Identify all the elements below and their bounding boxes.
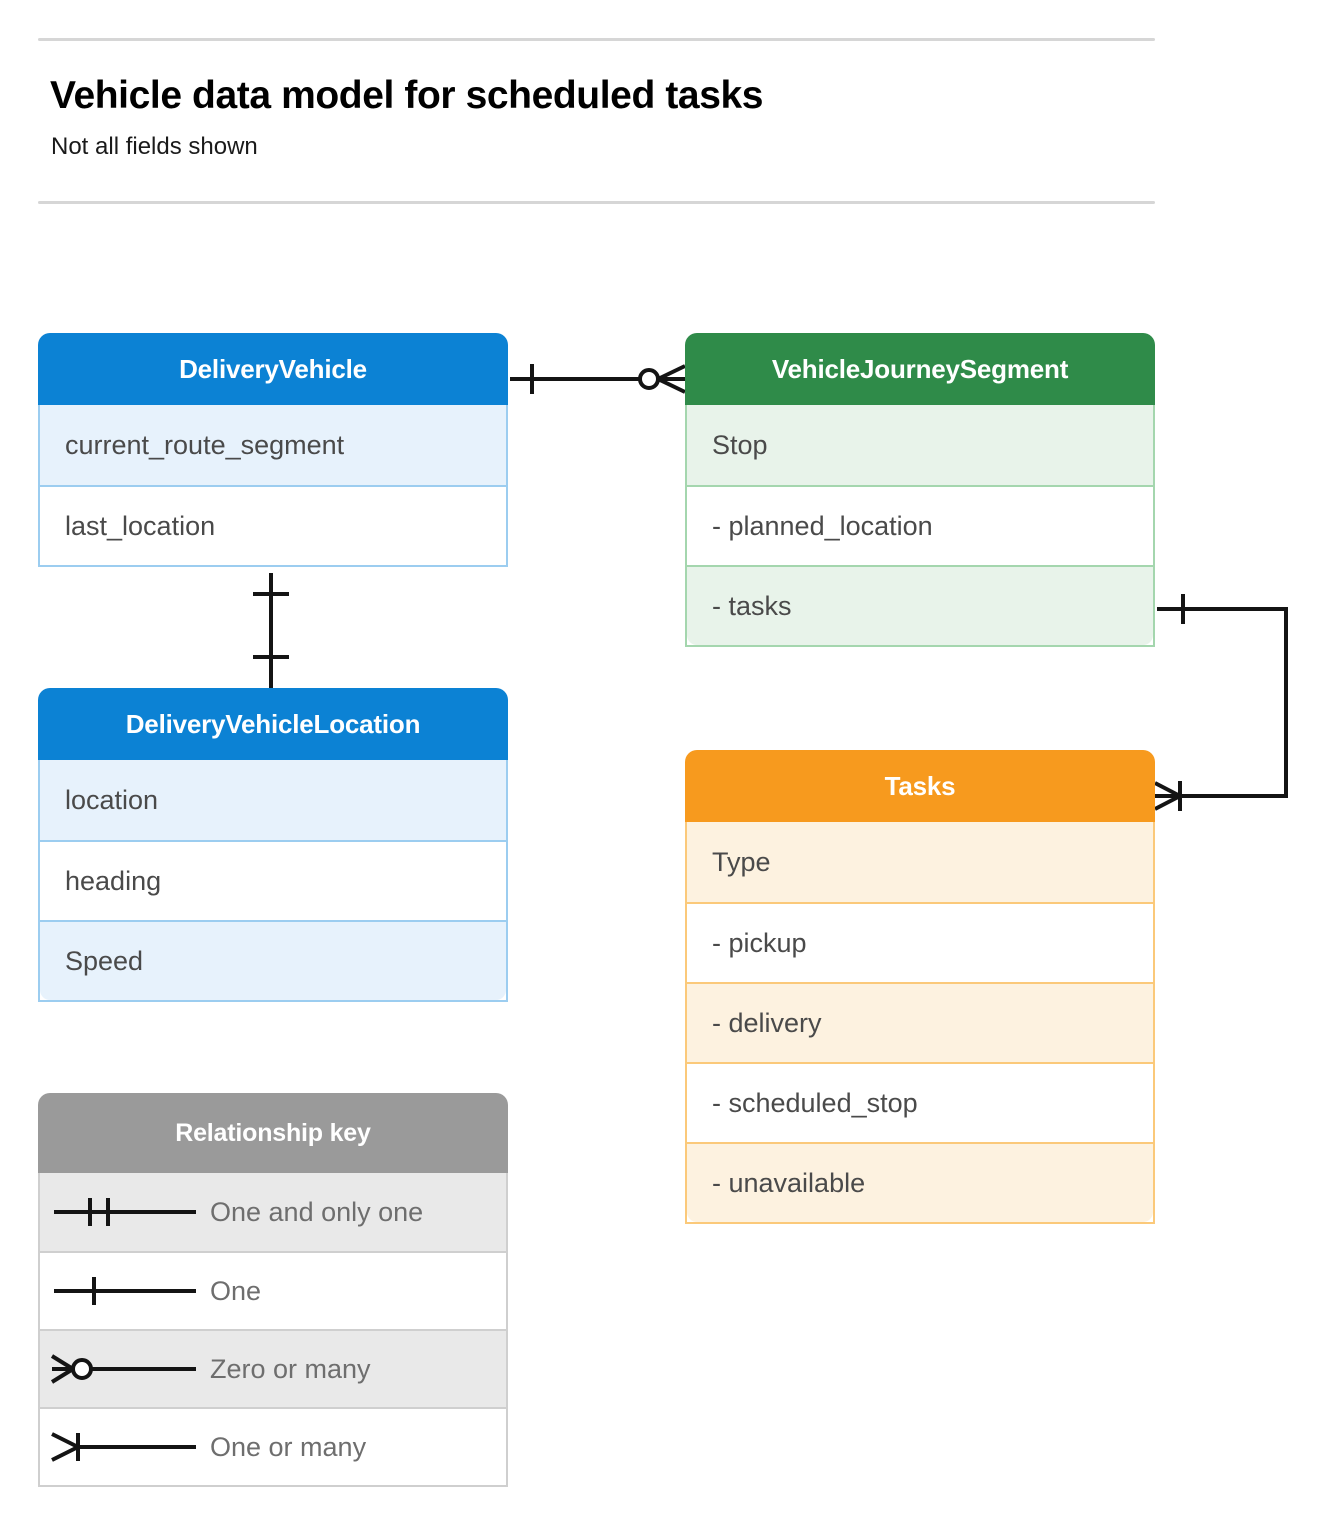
entity-tasks[interactable]: Tasks Type - pickup - delivery - schedul… (685, 750, 1155, 1224)
entity-delivery-vehicle-title: DeliveryVehicle (38, 333, 508, 405)
header-divider-bottom (38, 201, 1155, 204)
connector-journey-segment-tasks-to-tasks (1154, 594, 1288, 811)
one-or-many-icon (40, 1427, 210, 1467)
field-row: current_route_segment (40, 405, 506, 485)
field-row: - delivery (687, 982, 1153, 1062)
entity-delivery-vehicle-location[interactable]: DeliveryVehicleLocation location heading… (38, 688, 508, 1002)
header-divider-top (38, 38, 1155, 41)
field-row: Type (687, 822, 1153, 902)
page-title: Vehicle data model for scheduled tasks (50, 74, 764, 117)
connector-vehicle-to-journey-segment (510, 364, 686, 394)
one-and-only-one-icon (40, 1192, 210, 1232)
field-row: Stop (687, 405, 1153, 485)
entity-vehicle-journey-segment-title: VehicleJourneySegment (685, 333, 1155, 405)
connector-vehicle-to-vehicle-location (253, 573, 289, 688)
legend-item: One (40, 1251, 506, 1329)
legend-item-label: Zero or many (210, 1353, 371, 1384)
entity-tasks-fields: Type - pickup - delivery - scheduled_sto… (685, 822, 1155, 1224)
field-row: location (40, 760, 506, 840)
legend-item: Zero or many (40, 1329, 506, 1407)
field-row: heading (40, 840, 506, 920)
entity-delivery-vehicle-location-title: DeliveryVehicleLocation (38, 688, 508, 760)
field-row: Speed (40, 920, 506, 1000)
entity-tasks-title: Tasks (685, 750, 1155, 822)
legend-item: One or many (40, 1407, 506, 1485)
legend-item-label: One (210, 1275, 262, 1306)
entity-delivery-vehicle-location-fields: location heading Speed (38, 760, 508, 1002)
entity-vehicle-journey-segment-fields: Stop - planned_location - tasks (685, 405, 1155, 647)
one-icon (40, 1271, 210, 1311)
legend-item-label: One and only one (210, 1196, 424, 1227)
field-row: - planned_location (687, 485, 1153, 565)
field-row: - unavailable (687, 1142, 1153, 1222)
field-row: - tasks (687, 565, 1153, 645)
page-subtitle: Not all fields shown (51, 133, 258, 160)
field-row: - pickup (687, 902, 1153, 982)
relationship-key-legend: Relationship key One and only one (38, 1093, 508, 1487)
field-row: - scheduled_stop (687, 1062, 1153, 1142)
legend-item: One and only one (40, 1173, 506, 1251)
relationship-key-items: One and only one One (38, 1173, 508, 1487)
zero-or-many-icon (40, 1349, 210, 1389)
entity-vehicle-journey-segment[interactable]: VehicleJourneySegment Stop - planned_loc… (685, 333, 1155, 647)
field-row: last_location (40, 485, 506, 565)
relationship-key-title: Relationship key (38, 1093, 508, 1173)
entity-delivery-vehicle[interactable]: DeliveryVehicle current_route_segment la… (38, 333, 508, 567)
legend-item-label: One or many (210, 1431, 367, 1462)
entity-delivery-vehicle-fields: current_route_segment last_location (38, 405, 508, 567)
